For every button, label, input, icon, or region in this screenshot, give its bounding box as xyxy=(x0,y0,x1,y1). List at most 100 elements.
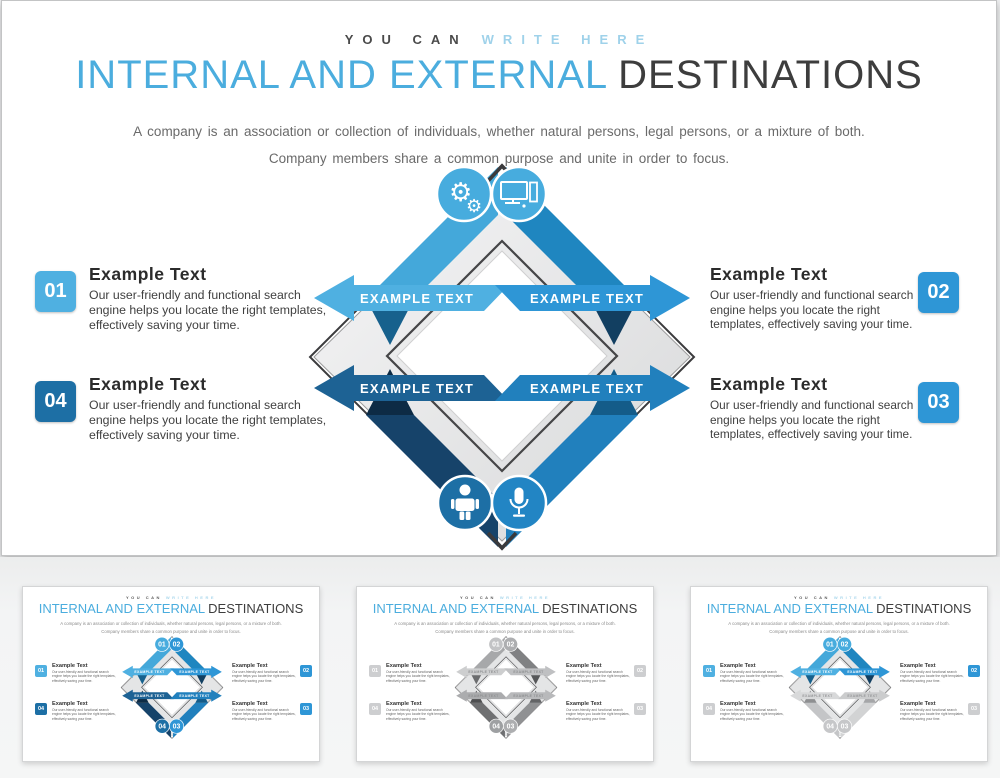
tagline-highlight: WRITE HERE xyxy=(833,595,885,600)
tagline-highlight: WRITE HERE xyxy=(499,595,551,600)
diamond-diagram-mini: EXAMPLE TEXT EXAMPLE TEXT EXAMPLE TEXT E… xyxy=(787,635,893,740)
item-04: Example Text Our user-friendly and funct… xyxy=(386,701,450,721)
item-03-heading: Example Text xyxy=(710,374,828,394)
arrow-top-right-label: EXAMPLE TEXT xyxy=(530,291,644,306)
svg-text:EXAMPLE TEXT: EXAMPLE TEXT xyxy=(802,670,833,674)
item-body: Our user-friendly and functional search … xyxy=(566,670,630,683)
tagline-highlight: WRITE HERE xyxy=(481,32,654,47)
slide-subtitle: A company is an association or collectio… xyxy=(728,621,950,634)
slide-subtitle: A company is an association or collectio… xyxy=(133,124,865,166)
item-number-badge-03: 03 xyxy=(968,703,980,715)
microphone-icon xyxy=(509,487,529,517)
item-body: Our user-friendly and functional search … xyxy=(386,708,450,721)
item-03: Example Text Our user-friendly and funct… xyxy=(232,701,296,721)
diamond-mini-svg: EXAMPLE TEXT EXAMPLE TEXT EXAMPLE TEXT E… xyxy=(120,636,224,739)
item-number-badge-02: 02 xyxy=(634,665,646,677)
arrow-bottom-left xyxy=(314,365,509,411)
item-04: Example Text Our user-friendly and funct… xyxy=(89,374,334,444)
item-body: Our user-friendly and functional search … xyxy=(52,708,116,721)
slide-title-blue: INTERNAL AND EXTERNAL xyxy=(38,601,206,616)
item-heading: Example Text xyxy=(900,663,936,669)
item-number-badge-04: 04 xyxy=(35,703,47,715)
item-02: Example Text Our user-friendly and funct… xyxy=(232,663,296,683)
item-number-badge-04: 04 xyxy=(703,703,715,715)
item-01: Example Text Our user-friendly and funct… xyxy=(89,264,334,334)
circle-number-01: 01 xyxy=(158,642,166,649)
slide-title-blue: INTERNAL AND EXTERNAL xyxy=(372,601,540,616)
slide-title-dark: DESTINATIONS xyxy=(618,53,923,97)
tagline-prefix: YOU CAN xyxy=(793,595,830,600)
item-heading: Example Text xyxy=(566,663,602,669)
item-04-body: Our user-friendly and functional search … xyxy=(89,398,327,443)
item-04: Example Text Our user-friendly and funct… xyxy=(720,701,784,721)
slide-title-blue: INTERNAL AND EXTERNAL xyxy=(75,53,609,97)
diamond-diagram-mini: EXAMPLE TEXT EXAMPLE TEXT EXAMPLE TEXT E… xyxy=(119,635,225,740)
svg-text:EXAMPLE TEXT: EXAMPLE TEXT xyxy=(179,670,210,674)
item-02-heading: Example Text xyxy=(710,264,828,284)
item-02: Example Text Our user-friendly and funct… xyxy=(566,663,630,683)
item-02: Example Text Our user-friendly and funct… xyxy=(710,264,916,332)
tagline-highlight: WRITE HERE xyxy=(165,595,217,600)
circle-number-03: 03 xyxy=(507,724,515,731)
item-01-heading: Example Text xyxy=(89,264,207,284)
circle-number-04: 04 xyxy=(826,724,834,731)
circle-number-01: 01 xyxy=(492,642,500,649)
slide-subtitle: A company is an association or collectio… xyxy=(60,621,282,634)
circle-number-02: 02 xyxy=(173,642,181,649)
svg-text:EXAMPLE TEXT: EXAMPLE TEXT xyxy=(847,694,878,698)
item-heading: Example Text xyxy=(52,663,88,669)
svg-text:EXAMPLE TEXT: EXAMPLE TEXT xyxy=(468,694,499,698)
svg-text:EXAMPLE TEXT: EXAMPLE TEXT xyxy=(802,694,833,698)
diamond-diagram: EXAMPLE TEXT EXAMPLE TEXT EXAMPLE TEXT E… xyxy=(302,159,702,555)
circle-number-02: 02 xyxy=(841,642,849,649)
slide-title-blue: INTERNAL AND EXTERNAL xyxy=(706,601,874,616)
tagline-prefix: YOU CAN xyxy=(459,595,496,600)
bottom-tip xyxy=(486,531,518,551)
person-icon xyxy=(451,484,479,520)
item-number-badge-02: 02 xyxy=(918,272,959,313)
diamond-mini-svg: EXAMPLE TEXT EXAMPLE TEXT EXAMPLE TEXT E… xyxy=(788,636,892,739)
item-body: Our user-friendly and functional search … xyxy=(900,708,964,721)
svg-text:EXAMPLE TEXT: EXAMPLE TEXT xyxy=(134,670,165,674)
item-04-heading: Example Text xyxy=(89,374,207,394)
svg-text:EXAMPLE TEXT: EXAMPLE TEXT xyxy=(468,670,499,674)
item-number-badge-01: 01 xyxy=(35,665,47,677)
circle-number-04: 04 xyxy=(492,724,500,731)
diamond-diagram-mini: EXAMPLE TEXT EXAMPLE TEXT EXAMPLE TEXT E… xyxy=(453,635,559,740)
item-heading: Example Text xyxy=(232,701,268,707)
slide-subtitle: A company is an association or collectio… xyxy=(394,621,616,634)
diamond-diagram-svg: EXAMPLE TEXT EXAMPLE TEXT EXAMPLE TEXT E… xyxy=(308,163,696,551)
tagline: YOU CAN WRITE HERE xyxy=(2,32,996,47)
tagline-prefix: YOU CAN xyxy=(344,32,468,47)
item-02: Example Text Our user-friendly and funct… xyxy=(900,663,964,683)
circle-number-04: 04 xyxy=(158,724,166,731)
arrow-bottom-right xyxy=(495,365,690,411)
item-heading: Example Text xyxy=(900,701,936,707)
item-01: Example Text Our user-friendly and funct… xyxy=(386,663,450,683)
slide-title-dark: DESTINATIONS xyxy=(208,601,304,616)
item-body: Our user-friendly and functional search … xyxy=(232,708,296,721)
item-number-badge-04: 04 xyxy=(369,703,381,715)
item-body: Our user-friendly and functional search … xyxy=(900,670,964,683)
circle-number-01: 01 xyxy=(826,642,834,649)
item-number-badge-04: 04 xyxy=(35,381,76,422)
item-04: Example Text Our user-friendly and funct… xyxy=(52,701,116,721)
tagline-prefix: YOU CAN xyxy=(125,595,162,600)
inner-outline-diamond xyxy=(385,239,619,473)
item-heading: Example Text xyxy=(720,663,756,669)
item-body: Our user-friendly and functional search … xyxy=(52,670,116,683)
svg-text:⚙: ⚙ xyxy=(449,177,472,207)
item-body: Our user-friendly and functional search … xyxy=(566,708,630,721)
svg-text:⚙: ⚙ xyxy=(466,196,482,216)
item-heading: Example Text xyxy=(720,701,756,707)
gears-icon: ⚙ ⚙ xyxy=(449,177,482,216)
